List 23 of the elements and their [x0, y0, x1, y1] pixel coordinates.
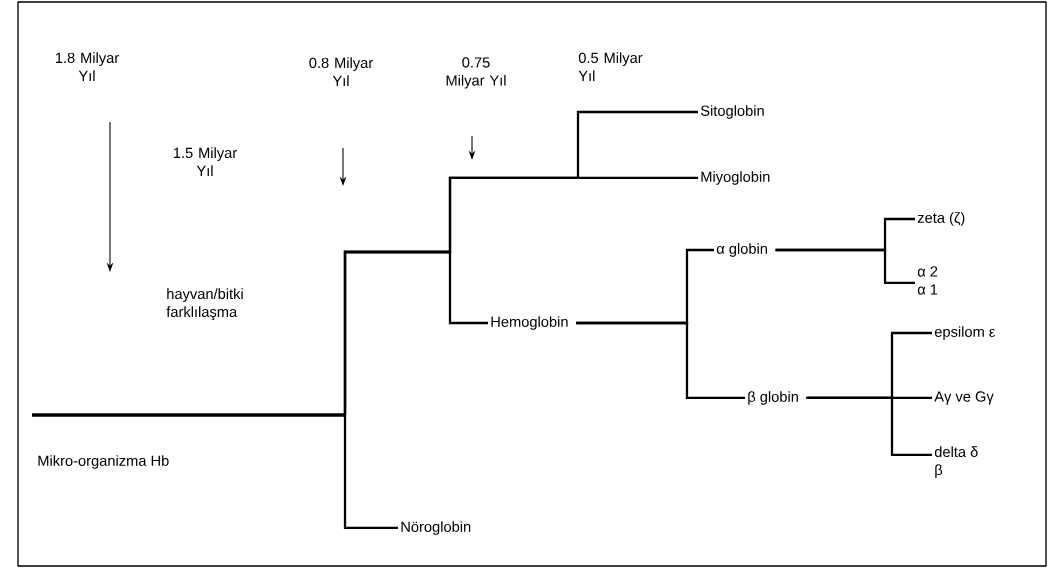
branch-line [775, 248, 915, 285]
branch-label: Miyoglobin [701, 171, 770, 185]
branch-label: β globin [748, 391, 798, 405]
branch-line [576, 321, 745, 400]
branch-label: Sitoglobin [700, 105, 764, 119]
branch-label: epsilom ε [934, 326, 996, 340]
branch-label: delta δ β [934, 446, 978, 478]
branch-label: zeta (ζ) [917, 212, 965, 226]
branch-label: α globin [716, 243, 767, 257]
time-label: 1.8 Milyar Yıl [55, 52, 119, 81]
branch-line [343, 176, 698, 415]
time-label: 0.8 Milyar Yıl [309, 57, 373, 86]
branch-label: α 2 α 1 [917, 266, 938, 295]
branch-line [343, 415, 398, 530]
time-label: 1.5 Milyar Yıl [173, 147, 237, 176]
branch-label: Hemoglobin [491, 316, 568, 330]
time-label: 0.5 Milyar Yıl [578, 52, 643, 81]
time-label: 0.75 Milyar Yıl [446, 57, 506, 89]
branch-line [806, 396, 932, 457]
branch-label: Mikro-organizma Hb [38, 455, 169, 469]
note-label: hayvan/bitki farklılaşma [166, 288, 243, 320]
branch-label: Aγ ve Gγ [934, 391, 994, 405]
branch-label: Nöroglobin [401, 521, 471, 535]
